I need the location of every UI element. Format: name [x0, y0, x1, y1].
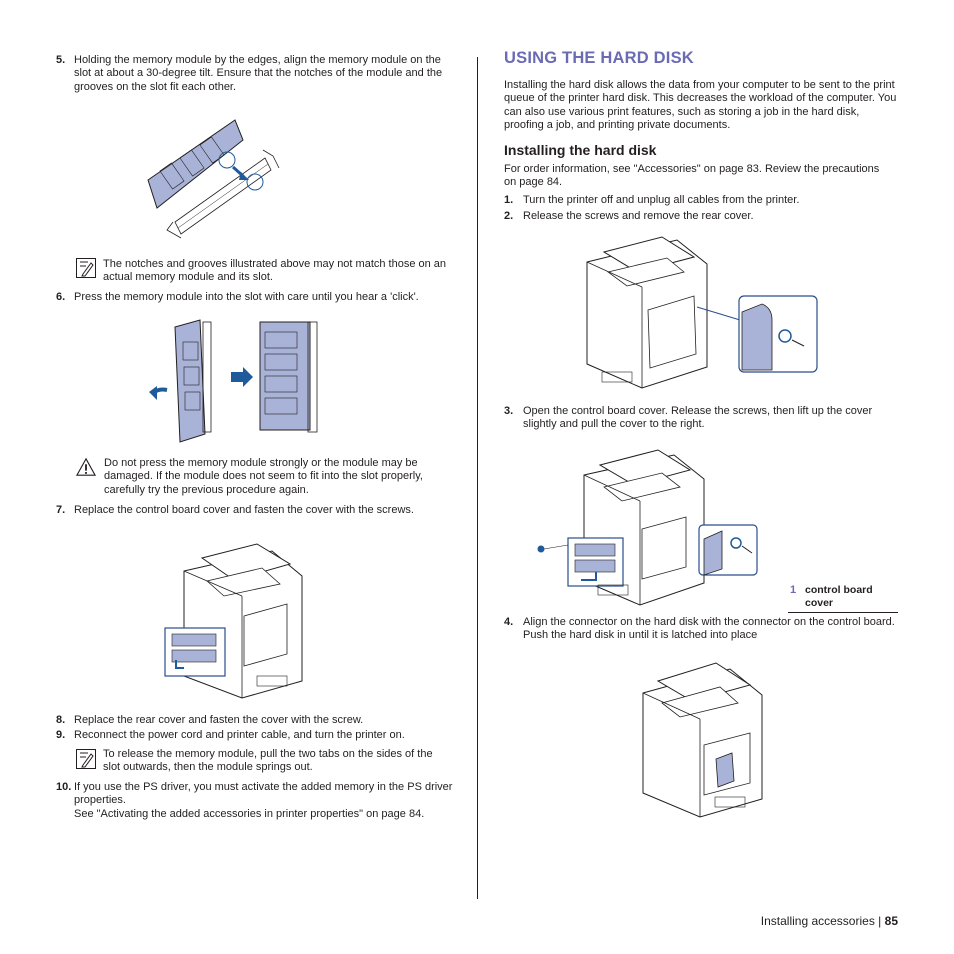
printer-open-control-board-illustration	[537, 449, 758, 606]
hd-step-4-text: Align the connector on the hard disk wit…	[523, 616, 895, 642]
note-pencil-icon	[76, 749, 96, 769]
page-footer: Installing accessories | 85	[760, 914, 898, 928]
subsection-title: Installing the hard disk	[504, 142, 657, 158]
step-7-number: 7.	[56, 504, 66, 516]
step-6-number: 6.	[56, 291, 66, 303]
step-8-number: 8.	[56, 714, 66, 726]
order-info-text: For order information, see "Accessories"…	[504, 163, 880, 189]
hd-step-1-number: 1.	[504, 194, 514, 206]
printer-control-board-illustration	[164, 543, 303, 699]
step-8-text: Replace the rear cover and fasten the co…	[74, 714, 364, 726]
hd-step-2-text: Release the screws and remove the rear c…	[523, 210, 754, 222]
step-5-text: Holding the memory module by the edges, …	[74, 54, 443, 93]
printer-hard-disk-illustration	[642, 662, 763, 818]
hd-step-3-number: 3.	[504, 405, 514, 417]
hd-step-4-number: 4.	[504, 616, 514, 628]
hd-step-2-number: 2.	[504, 210, 514, 222]
step-10-text: If you use the PS driver, you must activ…	[74, 781, 453, 807]
page-number: 85	[884, 914, 898, 928]
step-7-text: Replace the control board cover and fast…	[74, 504, 414, 516]
footer-section: Installing accessories	[760, 914, 875, 928]
step-5-number: 5.	[56, 54, 66, 66]
callout-label: control board cover	[805, 584, 873, 609]
callout-number: 1	[790, 584, 797, 596]
hd-step-1-text: Turn the printer off and unplug all cabl…	[523, 194, 800, 206]
step-10-see-also: See "Activating the added accessories in…	[74, 808, 425, 820]
column-divider	[477, 57, 478, 899]
footer-separator: |	[878, 914, 882, 928]
hd-step-3-text: Open the control board cover. Release th…	[523, 405, 873, 431]
step-6-text: Press the memory module into the slot wi…	[74, 291, 419, 303]
caution-text: Do not press the memory module strongly …	[104, 457, 423, 496]
memory-module-press-illustration	[149, 319, 318, 443]
memory-module-tilt-illustration	[147, 119, 280, 239]
step-9-number: 9.	[56, 729, 66, 741]
step-10-number: 10.	[56, 781, 72, 793]
note-2-text: To release the memory module, pull the t…	[103, 748, 433, 774]
note-1-text: The notches and grooves illustrated abov…	[103, 258, 447, 284]
section-title: USING THE HARD DISK	[504, 49, 694, 67]
intro-text: Installing the hard disk allows the data…	[504, 79, 897, 132]
printer-rear-cover-illustration	[586, 236, 818, 389]
callout-rule	[788, 612, 898, 613]
warning-triangle-icon	[75, 457, 97, 476]
step-9-text: Reconnect the power cord and printer cab…	[74, 729, 405, 741]
note-pencil-icon	[76, 258, 96, 278]
